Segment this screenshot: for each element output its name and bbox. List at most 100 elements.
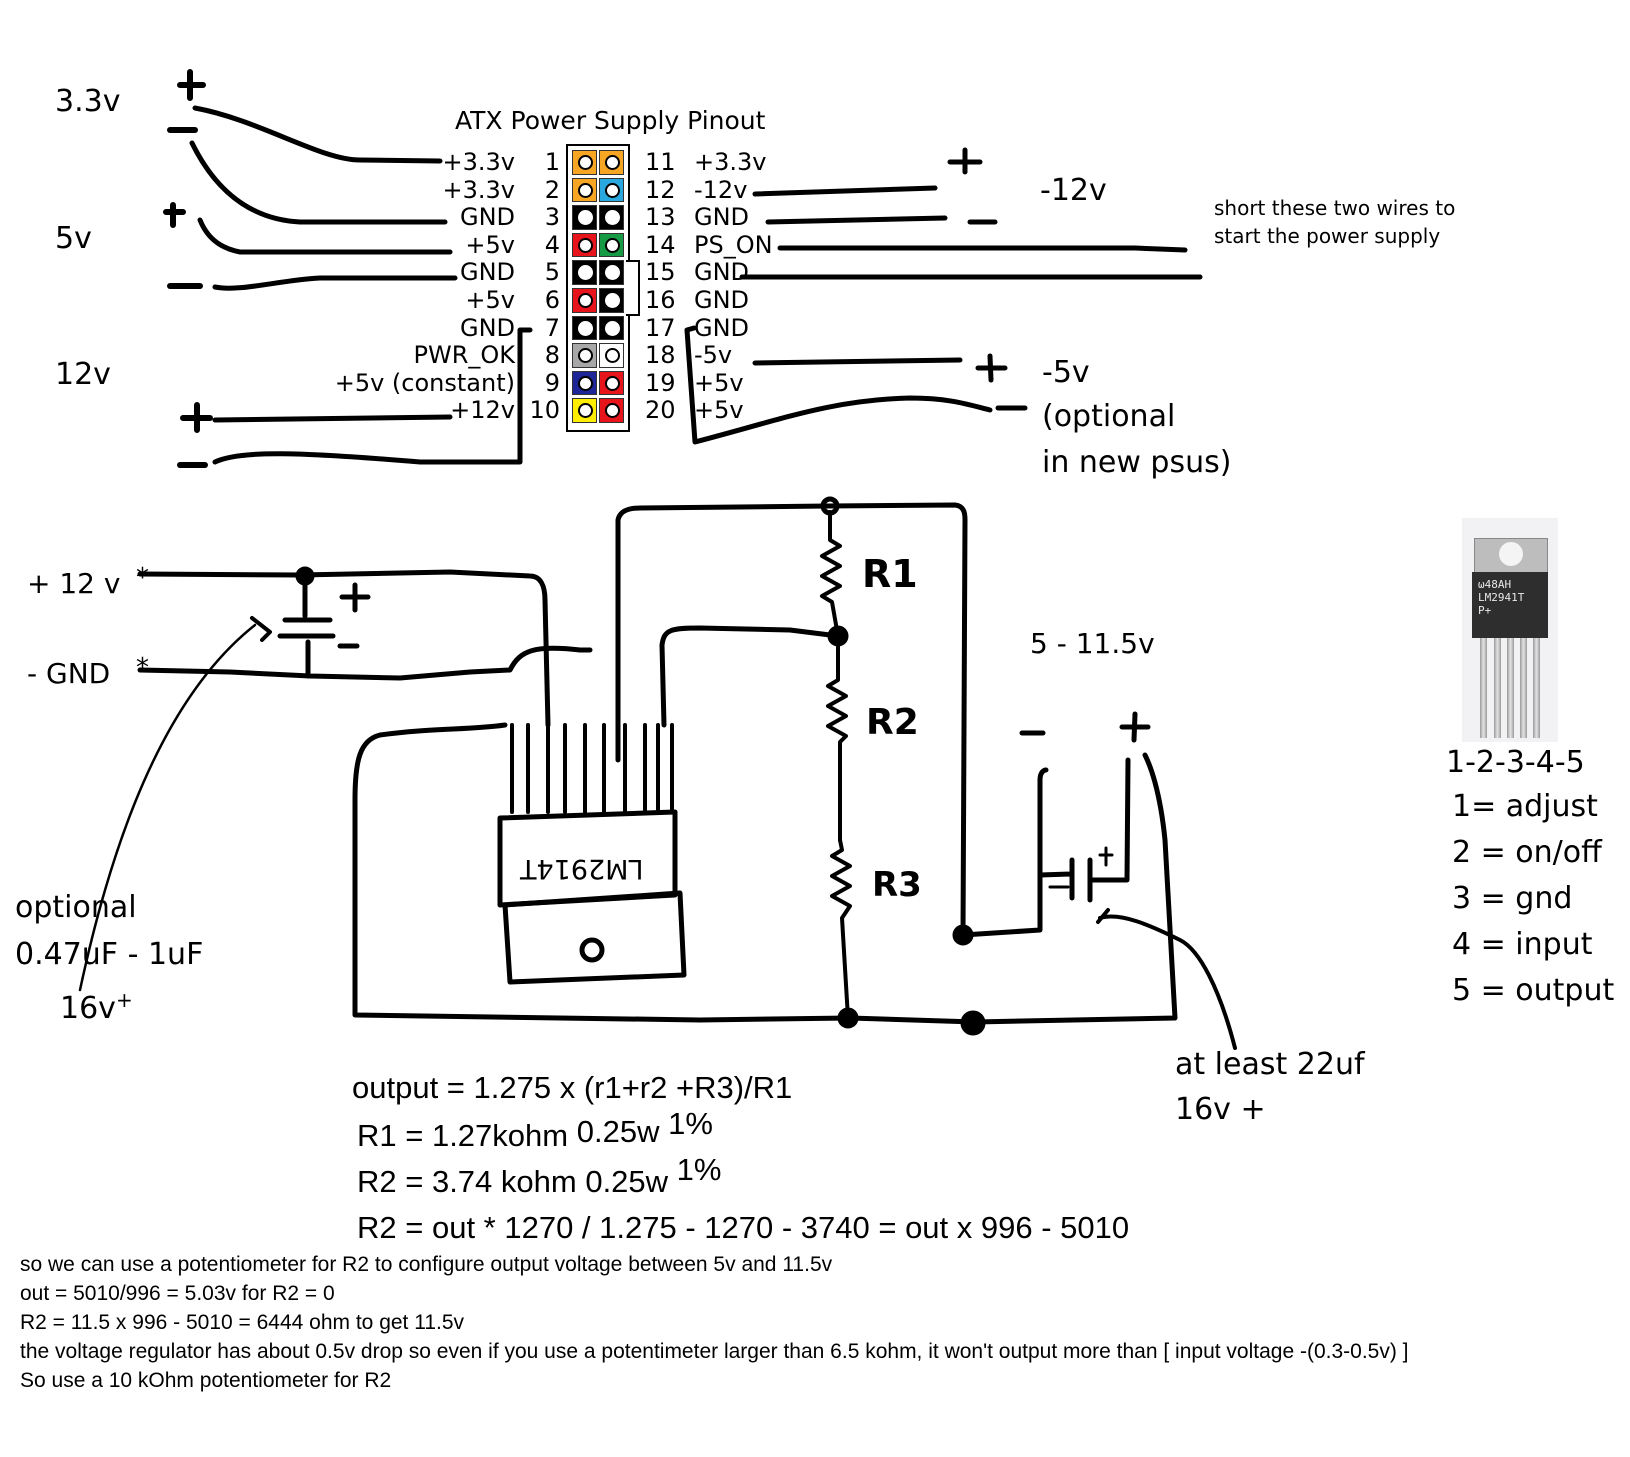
wire-3v3-plus [192,105,443,164]
chip-leg-2 [1494,638,1501,738]
pin-cell-16 [599,288,624,313]
pin-number-6: 6 [544,286,560,314]
chip-leg-1 [1480,638,1487,738]
pin-cell-17 [599,315,624,341]
pin-number-12: 12 [645,175,676,204]
rail-label-12v: 12v [55,357,111,392]
regulator-tab [502,890,687,985]
pin-number-13: 13 [645,203,676,232]
pin-hole-10 [578,403,593,419]
pin-label-10: +12v [450,396,515,425]
pin-hole-2 [578,182,593,198]
wire-5v-gnd [212,275,458,291]
pin-hole-17 [605,320,620,336]
wire-3v3-gnd [189,140,448,225]
pin-hole-6 [578,293,593,308]
plus-mark-3v3 [177,69,206,101]
pin-number-19: 19 [645,368,676,397]
note-line-4: the voltage regulator has about 0.5v dro… [20,1340,1409,1363]
output-cap-note-line2: 16v + [1175,1092,1266,1127]
pin-label-11: +3.3v [694,148,767,176]
chip-pin-4: 4 = input [1452,927,1593,962]
input-plus-star: * [136,563,149,593]
pin-hole-1 [578,155,593,170]
input-cap-plate-plus [282,573,333,623]
pin-hole-8 [578,348,593,364]
pin-number-16: 16 [645,286,676,314]
pin-label-2: +3.3v [442,175,515,204]
pin-cell-18 [599,343,624,368]
pin-hole-12 [605,182,620,198]
ps-on-note-line1: short these two wires to [1214,196,1456,220]
formula-r2: R2 = 3.74 kohm 0.25w 1% [357,1154,721,1197]
input-cap-note-line2: 0.47uF - 1uF [15,937,204,972]
note-line-1: so we can use a potentiometer for R2 to … [20,1253,833,1276]
rail-label-5v: 5v [55,221,92,256]
pin-number-3: 3 [544,203,560,232]
chip-marking-line1: ω48AH [1478,578,1512,591]
pin-number-10: 10 [529,396,560,425]
pin-cell-1 [572,150,597,175]
input-cap-plate-minus [277,633,336,679]
pin-label-17: GND [694,313,750,342]
input-plus-label: + 12 v [27,567,121,600]
r2-tolerance: 1% [676,1152,722,1187]
pin-number-9: 9 [544,368,560,397]
formula-output: output = 1.275 x (r1+r2 +R3)/R1 [352,1070,793,1105]
pointer-input-cap [78,623,257,992]
pin-number-4: 4 [544,230,560,259]
note-line-2: out = 5010/996 = 5.03v for R2 = 0 [20,1282,335,1305]
pin-hole-19 [605,375,620,391]
resistor-r2 [826,638,848,842]
rail-label-neg5: -5v [1042,355,1090,390]
pin-hole-11 [605,155,620,170]
chip-marking-line3: P+ [1478,604,1492,617]
input-cap-plus-sign [339,582,371,613]
output-plus-sign [1119,711,1151,743]
output-cap-plus-sign [1098,846,1114,867]
pin-label-4: +5v [465,230,515,259]
wire-12v-gnd [212,327,533,465]
pin-hole-5 [578,265,593,281]
pin-label-14: PS_ON [694,230,773,259]
pin-number-5: 5 [544,258,560,287]
wire-neg12-plus [752,185,938,197]
pin-number-8: 8 [544,341,560,370]
pin-cell-2 [572,177,597,203]
atx-connector [566,144,630,432]
resistor-r3-label: R3 [872,865,922,905]
pin-number-11: 11 [645,148,676,176]
pin-hole-13 [605,210,620,226]
plus-mark-neg12 [947,147,983,175]
junction-output [952,924,974,946]
pointer-output-cap [1098,914,1237,1050]
chip-pin-5: 5 = output [1452,973,1615,1008]
plus-mark-neg5 [975,353,1008,383]
input-minus-label: - GND [27,657,111,690]
ps-on-note-line2: start the power supply [1214,224,1441,248]
note-line-5: So use a 10 kOhm potentiometer for R2 [20,1369,392,1392]
input-cap-polarity: + [115,988,133,1012]
pin-cell-20 [599,398,624,423]
pin-number-1: 1 [544,148,560,176]
chip-pin-1: 1= adjust [1452,789,1598,824]
output-cap-note-line1: at least 22uf [1175,1047,1365,1082]
wire-top-loop [615,502,968,938]
wire-output-minus [960,767,1049,938]
note-line-3: R2 = 11.5 x 996 - 5010 = 6444 ohm to get… [20,1311,465,1334]
resistor-r1 [820,510,842,638]
resistor-r2-label: R2 [866,702,919,743]
pin-hole-16 [605,293,620,308]
output-range-label: 5 - 11.5v [1030,627,1155,660]
pin-cell-13 [599,205,624,230]
rail-label-3v3: 3.3v [55,84,121,119]
formula-r1: R1 = 1.27kohm 0.25w 1% [357,1108,713,1151]
wire-input-gnd [137,645,593,681]
pin-hole-14 [605,237,620,253]
rail-label-neg12: -12v [1040,173,1107,208]
plus-mark-5v [163,202,186,228]
chip-leg-3 [1507,638,1514,738]
pin-cell-10 [572,398,597,423]
pin-number-18: 18 [645,341,676,370]
pin-label-18: -5v [694,341,733,370]
